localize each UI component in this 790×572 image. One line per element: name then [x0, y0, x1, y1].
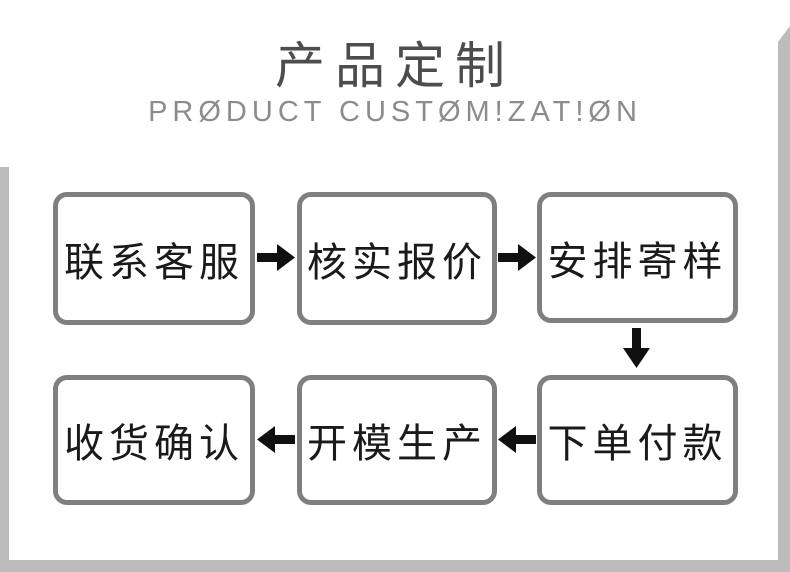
- arrow-down-icon: [623, 328, 650, 368]
- flow-step-verify-quote: 核实报价: [297, 192, 497, 325]
- flow-step-receipt-confirm: 收货确认: [53, 375, 255, 505]
- flow-step-label: 安排寄样: [547, 238, 728, 284]
- arrow-right-icon: [257, 244, 295, 271]
- flow-step-label: 开模生产: [307, 421, 487, 466]
- flow-step-label: 收货确认: [64, 421, 244, 466]
- flow-step-label: 核实报价: [307, 239, 487, 285]
- flow-step-label: 联系客服: [64, 239, 244, 285]
- page-edge-right: [778, 26, 790, 572]
- flow-step-contact-service: 联系客服: [53, 192, 255, 325]
- page-title: 产品定制: [275, 38, 515, 94]
- page-edge-left: [0, 167, 9, 572]
- flow-step-arrange-sample: 安排寄样: [537, 192, 738, 323]
- arrow-left-icon: [498, 426, 536, 453]
- arrow-right-icon: [498, 244, 536, 271]
- page-subtitle: PRØDUCT CUSTØM!ZAT!ØN: [148, 96, 642, 128]
- page-edge-bottom: [0, 560, 790, 572]
- flow-step-mold-production: 开模生产: [297, 375, 497, 505]
- arrow-left-icon: [257, 426, 295, 453]
- flow-step-label: 下单付款: [547, 421, 728, 466]
- flow-step-order-payment: 下单付款: [537, 375, 738, 505]
